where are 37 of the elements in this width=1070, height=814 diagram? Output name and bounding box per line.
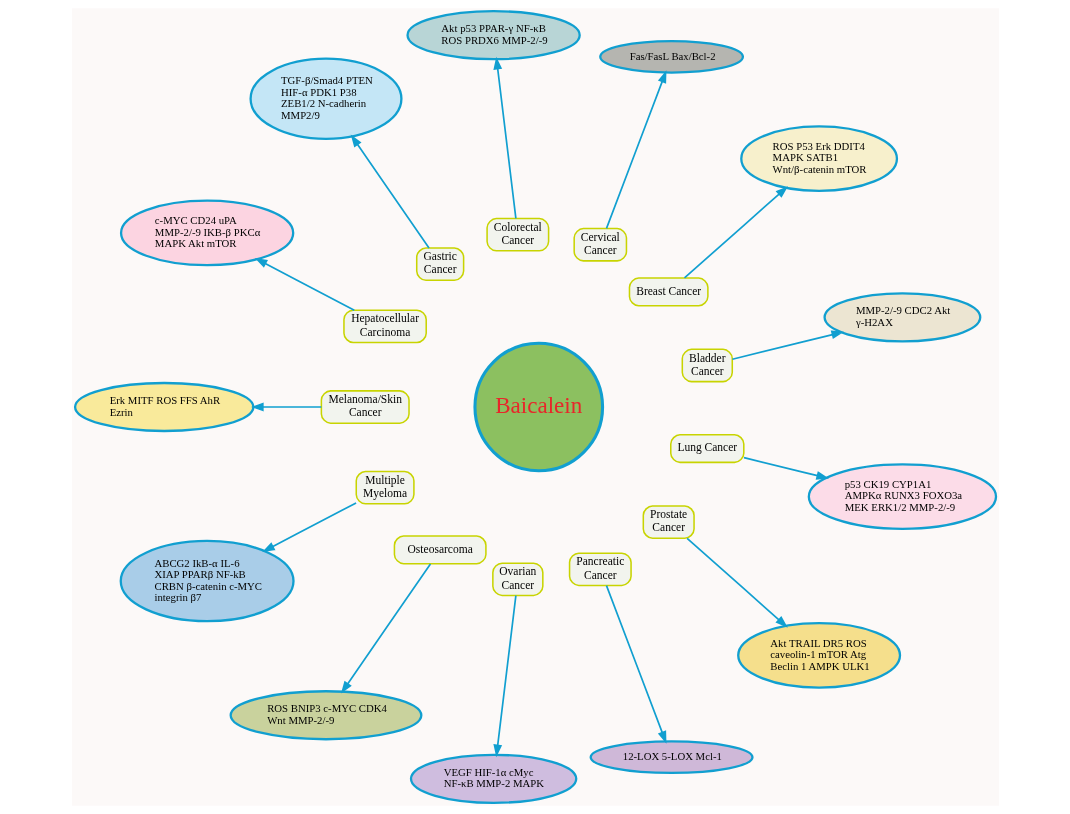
arrow bbox=[605, 584, 666, 744]
node-ellipse: 12-LOX 5-LOX Mcl-1 bbox=[589, 740, 754, 775]
arrow bbox=[605, 70, 666, 230]
arrow bbox=[683, 186, 788, 279]
node-box: Breast Cancer bbox=[628, 277, 709, 307]
node-ellipse: p53 CK19 CYP1A1 AMPKα RUNX3 FOXO3a MEK ERK1/2 MMP-2/-9 bbox=[807, 463, 997, 531]
arrow bbox=[254, 257, 355, 312]
node-box: Lung Cancer bbox=[669, 433, 745, 464]
node-box: Ovarian Cancer bbox=[491, 562, 544, 597]
arrow bbox=[492, 594, 517, 758]
node-box: Gastric Cancer bbox=[415, 247, 464, 282]
node-box: Cervical Cancer bbox=[572, 227, 627, 262]
node-ellipse: ROS P53 Erk DDIT4 MAPK SATB1 Wnt/β-catenin mTOR bbox=[739, 125, 898, 193]
arrow bbox=[742, 456, 829, 480]
node-circle: Baicalein bbox=[472, 341, 604, 473]
arrow bbox=[731, 330, 844, 361]
node-box: Pancreatic Cancer bbox=[568, 552, 632, 587]
arrow bbox=[250, 402, 322, 412]
arrow bbox=[340, 563, 431, 694]
node-ellipse: Fas/FasL Bax/Bcl-2 bbox=[598, 39, 744, 74]
node-box: Multiple Myeloma bbox=[355, 470, 415, 505]
arrow bbox=[350, 134, 430, 249]
arrow bbox=[492, 56, 517, 220]
node-box: Bladder Cancer bbox=[681, 348, 733, 383]
node-ellipse: VEGF HIF-1α cMyc NF-κB MMP-2 MAPK bbox=[409, 753, 577, 804]
node-ellipse: ROS BNIP3 c-MYC CDK4 Wnt MMP-2/-9 bbox=[229, 690, 422, 741]
node-box: Osteosarcoma bbox=[393, 535, 487, 565]
node-ellipse: Akt TRAIL DR5 ROS caveolin-1 mTOR Atg Beclin 1 AMPK ULK1 bbox=[736, 621, 901, 689]
node-ellipse: Akt p53 PPAR-γ NF-κB ROS PRDX6 MMP-2/-9 bbox=[405, 10, 581, 61]
node-box: Hepatocellular Carcinoma bbox=[342, 309, 427, 344]
arrow bbox=[261, 502, 357, 553]
node-ellipse: TGF-β/Smad4 PTEN HIF-α PDK1 P38 ZEB1/2 N-cadherin MMP2/9 bbox=[248, 57, 403, 140]
arrow bbox=[685, 537, 788, 628]
node-box: Prostate Cancer bbox=[642, 505, 695, 539]
node-box: Colorectal Cancer bbox=[485, 217, 549, 252]
node-ellipse: Erk MITF ROS FFS AhR Ezrin bbox=[73, 381, 254, 433]
node-box: Melanoma/Skin Cancer bbox=[320, 390, 410, 424]
